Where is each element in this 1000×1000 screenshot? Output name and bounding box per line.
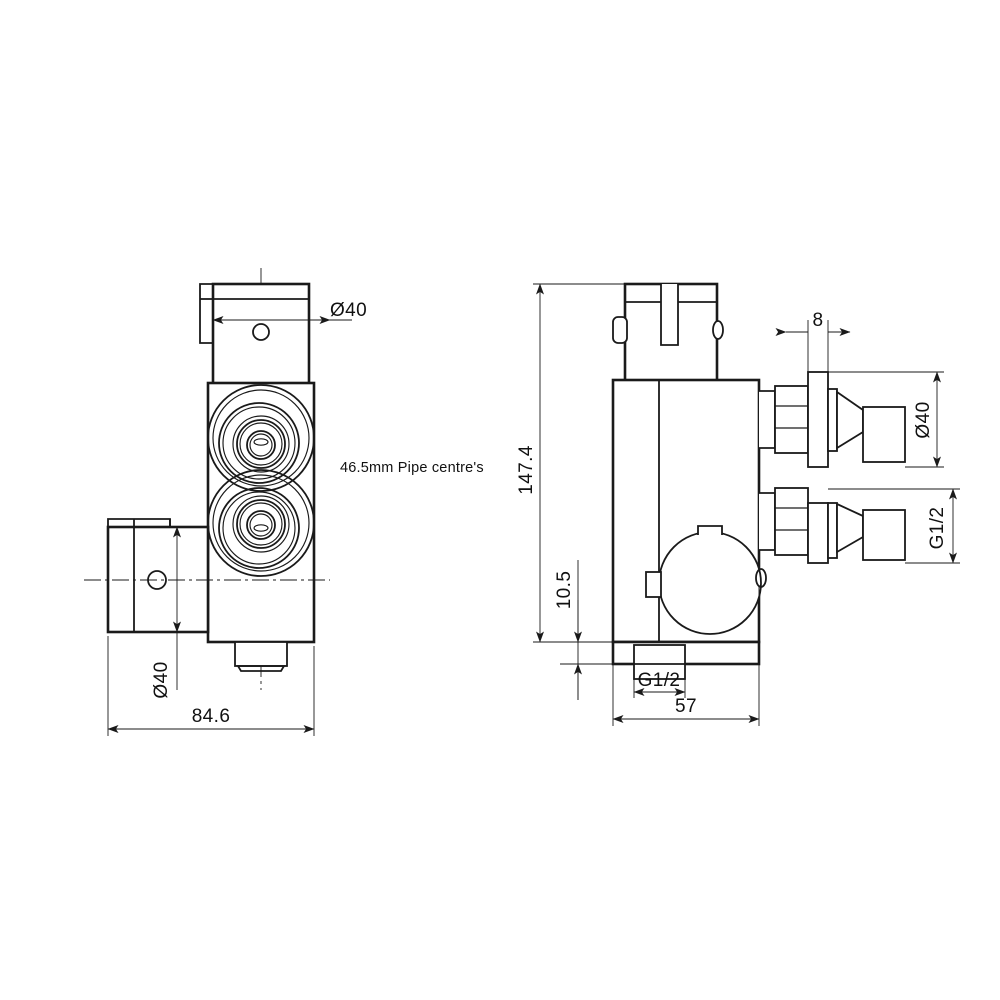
- dim-text-side-height: 147.4: [516, 445, 537, 495]
- side-cap-right-boss: [712, 320, 724, 340]
- front-view-group: Ø40 Ø40 84.6 46.5mm Pipe centre's: [84, 268, 484, 736]
- side-lower-hex-nut: [774, 487, 809, 556]
- dimension-side-thread-bottom: G1/2: [633, 670, 686, 698]
- front-upper-port-circles: [207, 384, 315, 492]
- dim-text-port-thread: G1/2: [927, 507, 948, 550]
- dim-text-front-width: 84.6: [192, 706, 231, 727]
- side-lower-connector-neck: [759, 492, 776, 551]
- dimension-side-depth: 57: [612, 585, 760, 726]
- side-lower-flange-plate: [807, 502, 829, 564]
- dim-text-front-dia-side: Ø40: [151, 661, 172, 698]
- side-cartridge-top-tab: [697, 525, 723, 535]
- dim-text-flange-8: 8: [813, 310, 824, 331]
- side-cartridge-right-pin: [755, 568, 767, 588]
- dim-text-port-dia: Ø40: [913, 401, 934, 438]
- front-main-body: [206, 381, 316, 644]
- dimension-side-port-thread: G1/2: [828, 488, 960, 564]
- front-spigot-body: [234, 641, 288, 667]
- side-base-boss: [633, 644, 686, 680]
- dimension-side-port-dia: Ø40: [828, 371, 944, 468]
- side-lower-cone: [836, 502, 864, 554]
- side-upper-cap: [612, 282, 724, 384]
- dim-text-front-dia-top: Ø40: [330, 300, 367, 321]
- side-upper-cone: [836, 390, 864, 450]
- side-upper-hex-nut: [774, 385, 809, 454]
- dimension-front-width: 84.6: [107, 636, 315, 736]
- front-left-spout: [106, 518, 210, 634]
- side-lower-spigot: [862, 509, 906, 561]
- side-upper-connector-neck: [759, 390, 776, 449]
- side-upper-collar: [827, 388, 838, 452]
- side-cartridge-left-tab: [645, 571, 662, 598]
- side-upper-spigot: [862, 406, 906, 463]
- note-pipe-centres: 46.5mm Pipe centre's: [340, 460, 484, 476]
- dimension-side-height: 147.4: [516, 283, 625, 643]
- side-base-plate: [611, 640, 761, 680]
- dim-text-side-base-height: 10.5: [554, 571, 575, 610]
- dim-text-side-depth: 57: [675, 696, 697, 717]
- side-cap-slot: [660, 284, 679, 346]
- side-upper-flange-plate: [807, 371, 829, 468]
- dimension-side-base-height: 10.5: [554, 560, 640, 700]
- dimension-front-dia-top: Ø40: [212, 300, 367, 324]
- front-body-outline: [206, 381, 316, 644]
- front-spigot-foot: [236, 665, 286, 672]
- side-cartridge-circle: [658, 531, 762, 635]
- side-cartridge-detail: [645, 525, 767, 635]
- dimension-side-flange-thickness: 8: [775, 310, 851, 392]
- side-lower-connector: [759, 487, 906, 564]
- side-lower-collar: [827, 502, 838, 559]
- side-upper-connector: [759, 371, 906, 468]
- front-upper-neck: [199, 282, 311, 386]
- side-view-group: 147.4 10.5 G1/2 57: [516, 282, 960, 726]
- front-bottom-spigot: [234, 641, 288, 672]
- side-cap-left-boss: [612, 316, 628, 344]
- front-lower-port-circles: [207, 469, 315, 577]
- dimension-front-dia-side: Ø40: [151, 526, 181, 699]
- dim-text-g12-bottom: G1/2: [638, 670, 681, 691]
- front-neck-hole: [252, 323, 270, 341]
- front-neck-left-ear: [199, 283, 213, 344]
